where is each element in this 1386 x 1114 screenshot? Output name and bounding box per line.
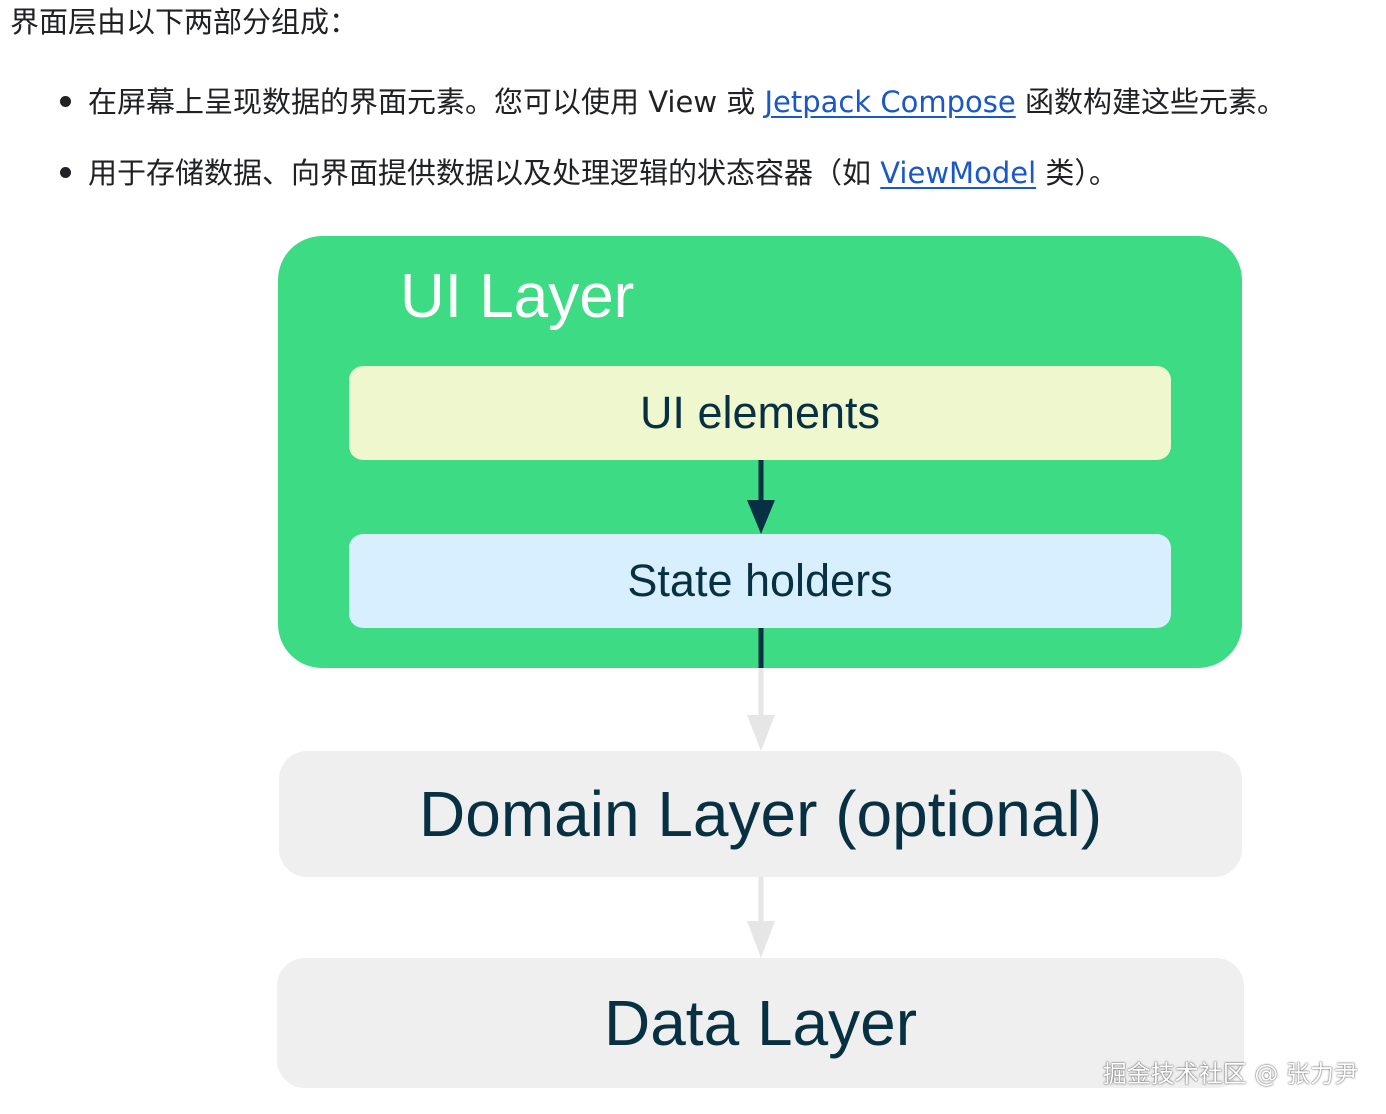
intro-text: 界面层由以下两部分组成： (10, 5, 359, 39)
domain-layer-label: Domain Layer (optional) (419, 778, 1102, 850)
jetpack-compose-link[interactable]: Jetpack Compose (764, 85, 1016, 119)
bullet-text: 类）。 (1036, 156, 1118, 190)
bullet-item-ui-elements: 在屏幕上呈现数据的界面元素。您可以使用 View 或 Jetpack Compo… (58, 80, 1286, 124)
state-holders-box: State holders (349, 534, 1171, 628)
bullet-list: 在屏幕上呈现数据的界面元素。您可以使用 View 或 Jetpack Compo… (58, 80, 1286, 222)
arrow-head-elements-to-state (747, 500, 775, 534)
state-holders-label: State holders (627, 555, 893, 606)
ui-elements-box: UI elements (349, 366, 1171, 460)
ui-elements-label: UI elements (639, 387, 881, 438)
arrow-head-domain-to-data (747, 921, 775, 958)
data-layer-box: Data Layer (277, 958, 1244, 1088)
bullet-text: 用于存储数据、向界面提供数据以及处理逻辑的状态容器（如 (88, 156, 881, 190)
data-layer-label: Data Layer (603, 987, 918, 1059)
bullet-item-state-holders: 用于存储数据、向界面提供数据以及处理逻辑的状态容器（如 ViewModel 类）… (58, 151, 1286, 195)
ui-layer-title: UI Layer (400, 262, 635, 331)
bullet-dot-icon (60, 96, 71, 107)
bullet-text: 函数构建这些元素。 (1015, 85, 1286, 119)
domain-layer-box: Domain Layer (optional) (279, 751, 1242, 877)
bullet-dot-icon (60, 167, 71, 178)
watermark: 掘金技术社区 @ 张力尹 (1102, 1060, 1358, 1088)
viewmodel-link[interactable]: ViewModel (880, 156, 1037, 190)
bullet-text: 在屏幕上呈现数据的界面元素。您可以使用 View 或 (88, 85, 765, 119)
arrow-head-state-to-domain (747, 715, 775, 751)
